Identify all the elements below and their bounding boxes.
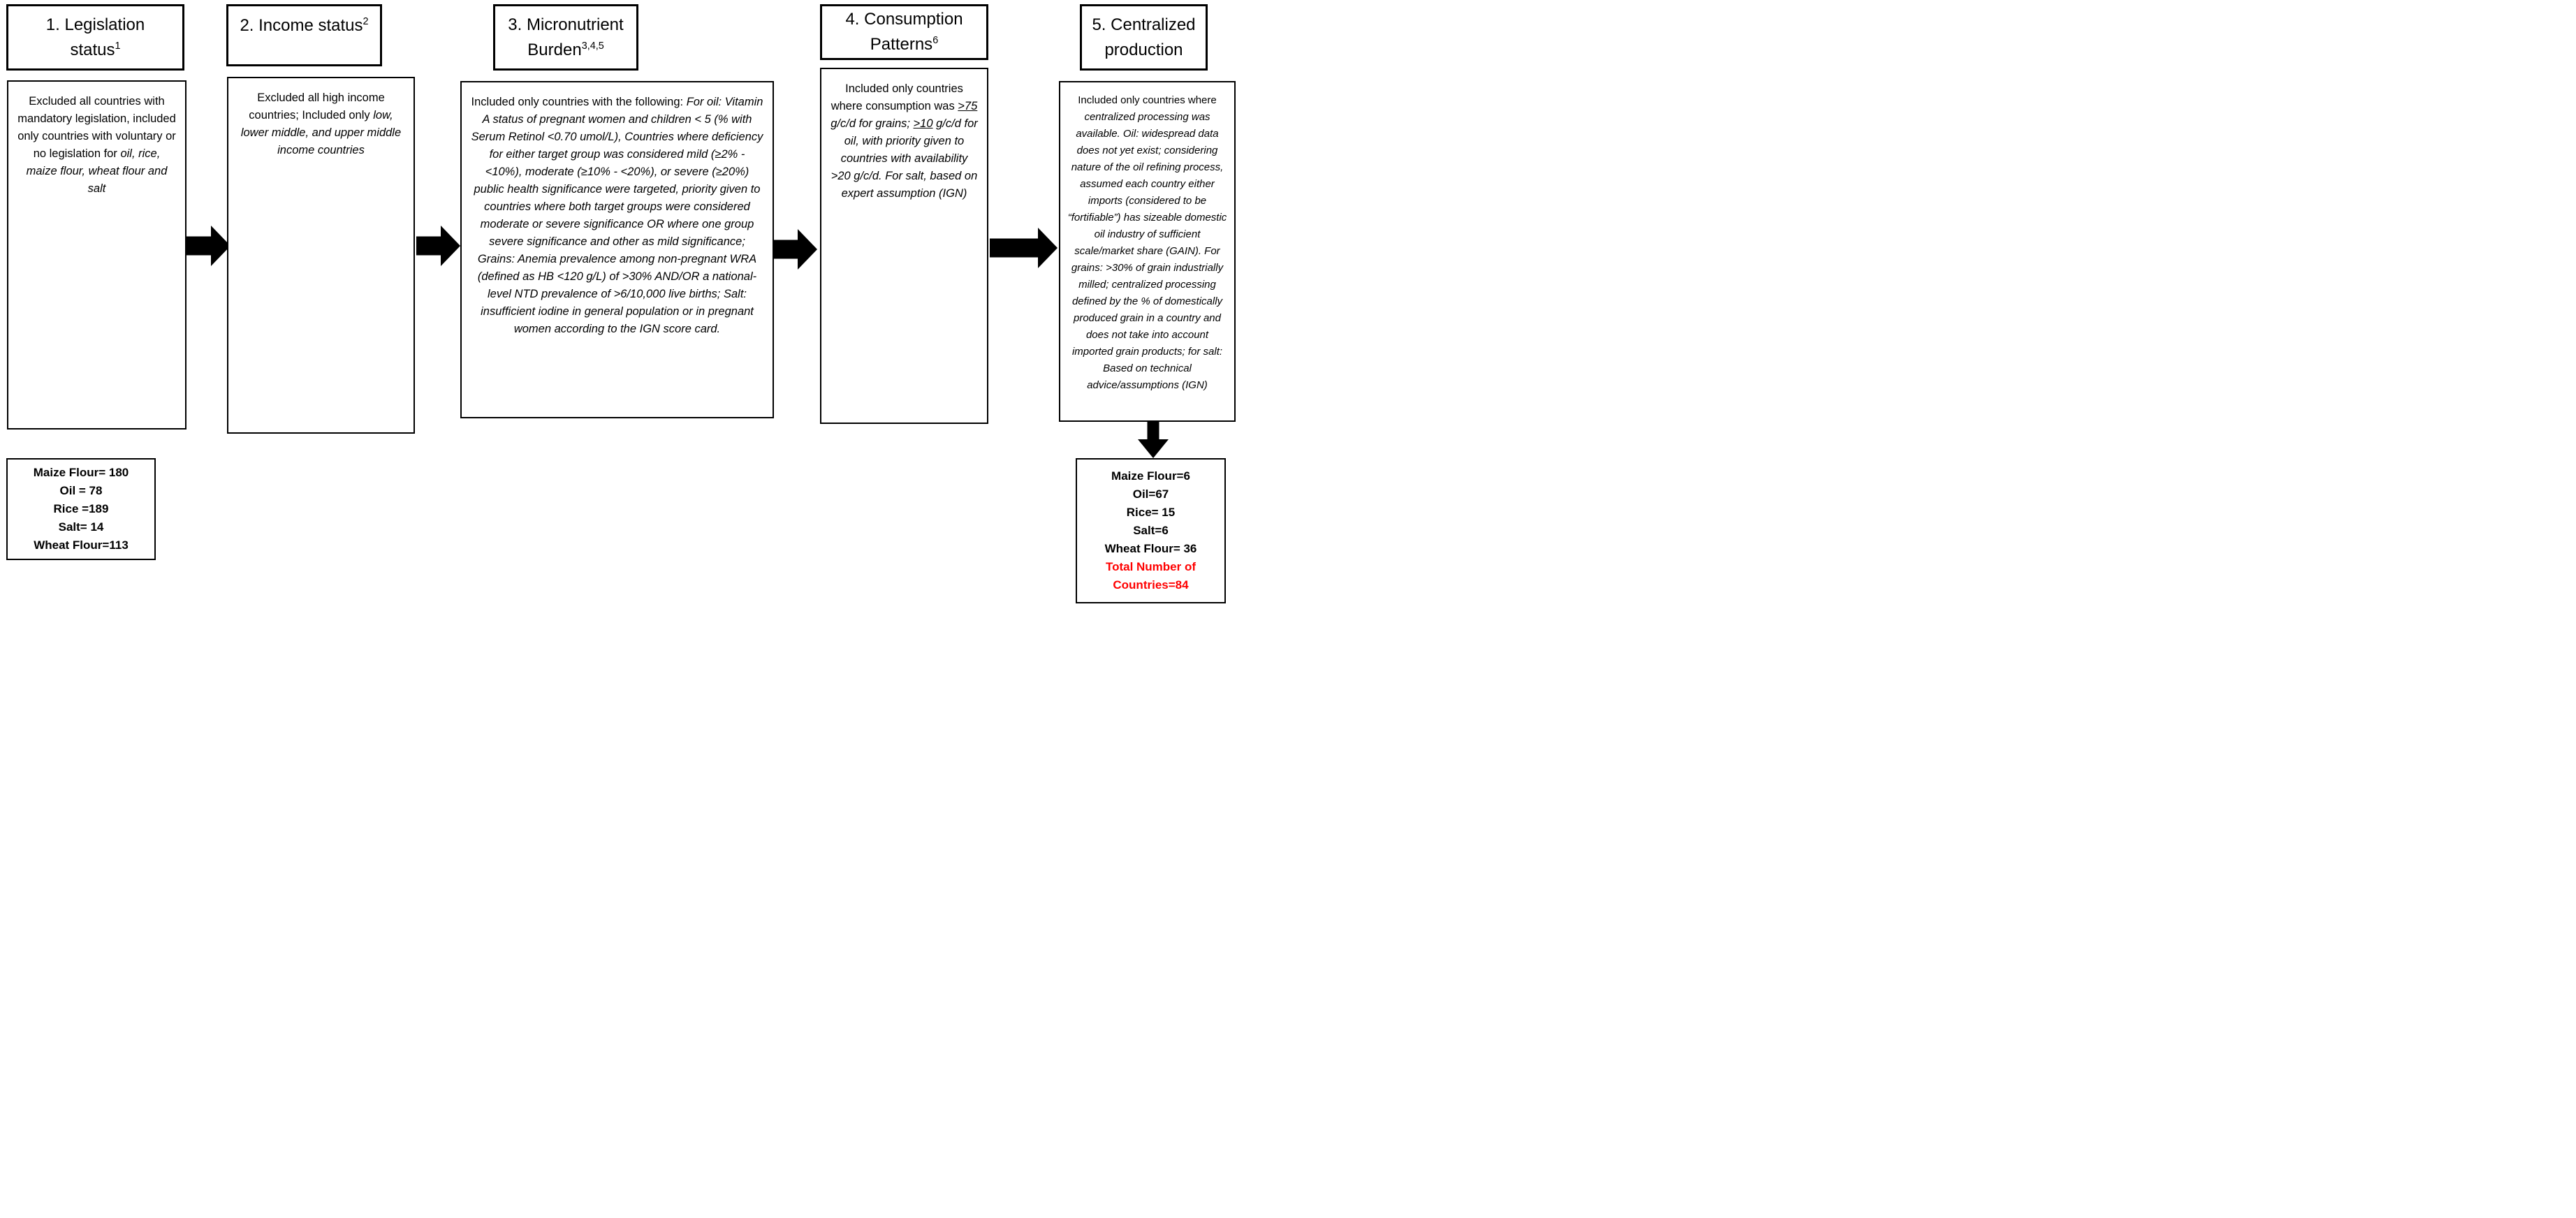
flow-arrow-4-5-icon [990, 228, 1058, 268]
step-1-criteria-box: Excluded all countries with mandatory le… [7, 80, 186, 430]
step-2-title-box: 2. Income status2 [226, 4, 382, 66]
arrow-head [1138, 439, 1169, 458]
flow-arrow-down-icon [1138, 421, 1169, 458]
arrow-shaft [416, 236, 442, 256]
step-3-criteria-box: Included only countries with the followi… [460, 81, 774, 418]
arrow-shaft [990, 238, 1039, 258]
flow-arrow-2-3-icon [416, 226, 460, 266]
flow-arrow-3-4-icon [774, 229, 817, 270]
arrow-head [798, 229, 817, 270]
flow-arrow-1-2-icon [186, 226, 230, 266]
arrow-head [1038, 228, 1058, 268]
arrow-shaft [1147, 421, 1159, 440]
arrow-shaft [186, 236, 212, 256]
step-4-criteria-box: Included only countries where consumptio… [820, 68, 988, 424]
step-5-criteria-box: Included only countries where centralize… [1059, 81, 1236, 422]
arrow-head [441, 226, 460, 266]
step-2-criteria-box: Excluded all high income countries; Incl… [227, 77, 415, 434]
arrow-shaft [774, 240, 799, 259]
